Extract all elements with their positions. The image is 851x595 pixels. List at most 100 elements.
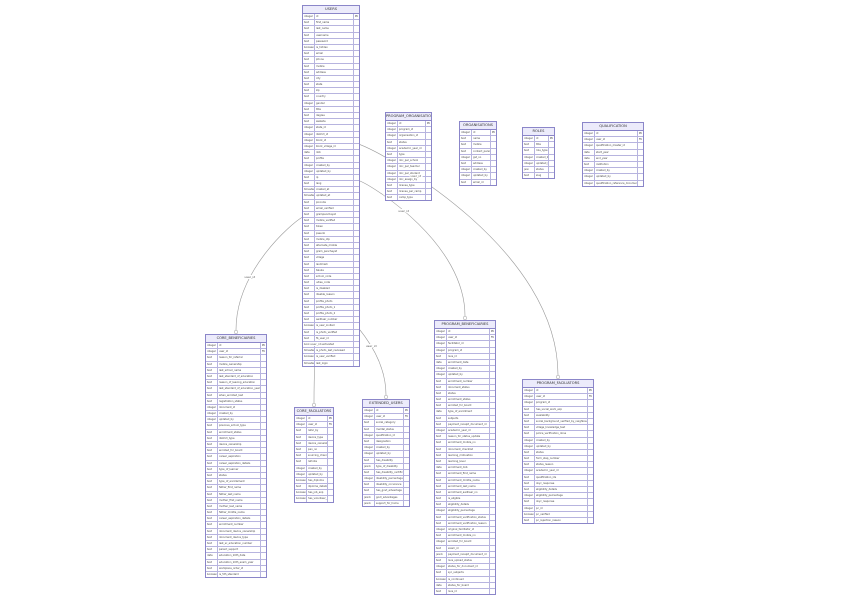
field-type: text xyxy=(303,317,315,323)
field-type: text xyxy=(523,431,535,437)
field-name: alternate_mobile xyxy=(316,243,338,247)
field-key xyxy=(260,528,266,534)
field-key xyxy=(489,582,495,588)
field-key xyxy=(587,443,593,449)
field-type: text xyxy=(295,459,307,465)
field-name: disable_reason xyxy=(316,293,335,297)
field-name: enrollment_date xyxy=(448,360,469,364)
field-type: text xyxy=(206,386,218,392)
field-key xyxy=(260,454,266,460)
field-name: has_job_exp xyxy=(308,491,324,495)
field-type: text xyxy=(363,469,375,476)
field-name: previous_school_type xyxy=(219,424,246,428)
field-type: text xyxy=(206,454,218,460)
field-key xyxy=(353,82,359,88)
field-name: state_id xyxy=(316,126,326,130)
field-name: created_by xyxy=(308,466,322,470)
field-name: license_per_camp xyxy=(399,190,422,194)
field-name: district_type xyxy=(219,436,235,440)
field-type: text xyxy=(435,471,447,477)
field-name: created_by xyxy=(536,438,550,442)
field-name: is_5th_standard xyxy=(219,572,239,576)
field-key xyxy=(353,354,359,360)
field-key xyxy=(489,409,495,415)
field-key xyxy=(489,446,495,452)
field-key xyxy=(260,491,266,497)
field-name: father_last_name xyxy=(219,492,241,496)
field-key xyxy=(489,545,495,551)
field-key xyxy=(327,465,333,471)
field-name: updated_at xyxy=(316,194,331,198)
field-name: village_knowledge_test xyxy=(536,426,566,430)
field-type: integer xyxy=(460,154,472,160)
field-name: okyc_response xyxy=(536,481,555,485)
field-key xyxy=(425,182,431,189)
field-name: end_year xyxy=(596,156,608,160)
field-type: text xyxy=(435,520,447,526)
field-key: FK xyxy=(403,414,409,420)
field-key xyxy=(260,380,266,386)
field-name: profile xyxy=(316,157,324,161)
field-key xyxy=(260,423,266,429)
field-key: PK xyxy=(260,343,266,349)
field-key xyxy=(490,148,496,154)
field-name: rsos_id xyxy=(448,354,457,358)
field-key xyxy=(587,431,593,437)
field-name: career_aspiration_details xyxy=(219,517,251,521)
field-key: PK xyxy=(403,408,409,414)
field-name: created_by xyxy=(219,412,233,416)
field-type: text xyxy=(303,38,315,44)
field-type: jsonb xyxy=(363,494,375,500)
field-key xyxy=(489,551,495,557)
field-key xyxy=(260,559,266,565)
field-type: integer xyxy=(435,366,447,372)
field-key xyxy=(353,298,359,304)
field-type: text xyxy=(303,199,315,205)
field-key xyxy=(490,142,496,148)
field-type: text xyxy=(435,489,447,496)
field-key xyxy=(425,133,431,139)
field-name: gram_panchayat xyxy=(316,250,338,254)
field-name: police_verification_done xyxy=(536,432,567,436)
field-name: state xyxy=(316,83,323,87)
field-key xyxy=(587,517,593,524)
field-key xyxy=(353,88,359,94)
field-type: text xyxy=(303,273,315,280)
field-type: text xyxy=(435,397,447,403)
field-key xyxy=(425,189,431,195)
field-key xyxy=(489,588,495,595)
